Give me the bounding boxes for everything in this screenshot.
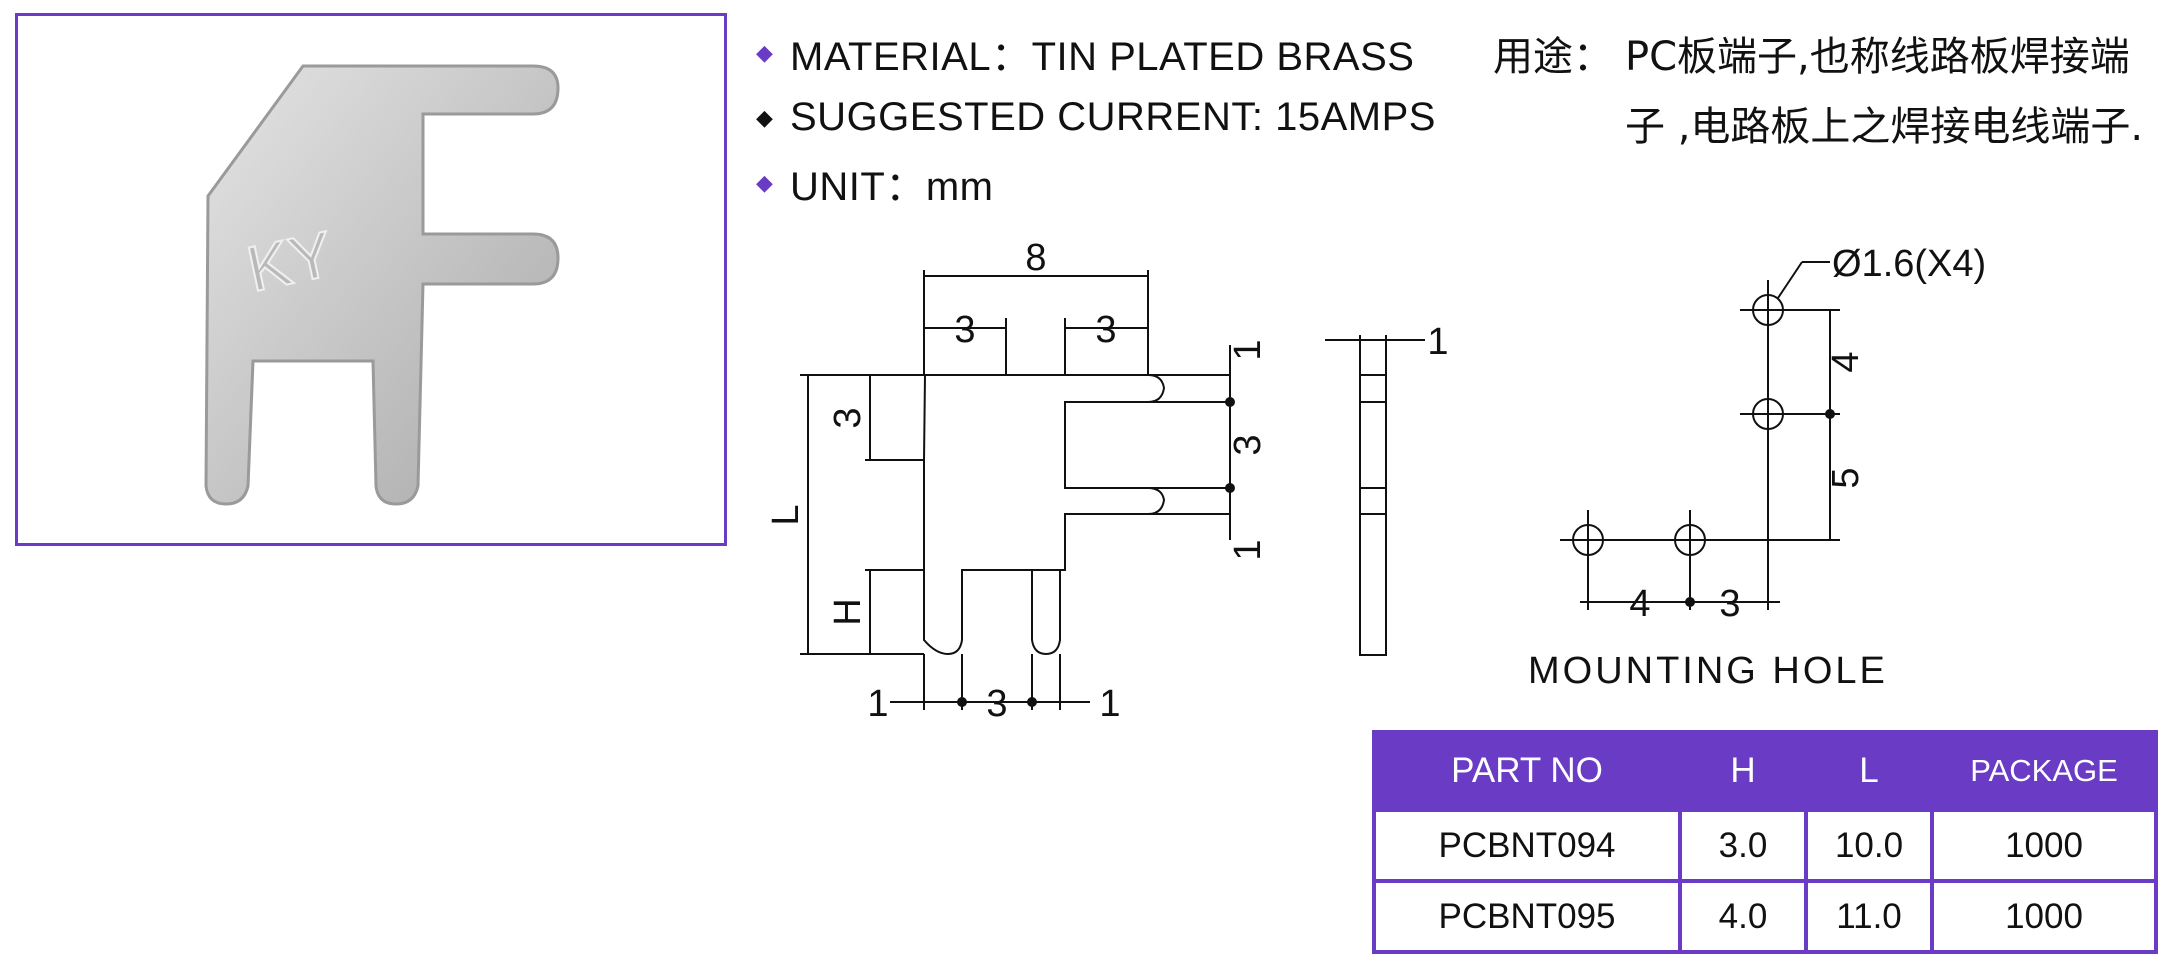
spec-item-unit: ◆ UNIT：mm <box>756 150 1436 215</box>
dim-left-pin: H <box>827 598 869 625</box>
cell-part-no: PCBNT095 <box>1372 879 1682 954</box>
spec-item-current: ◆ SUGGESTED CURRENT: 15AMPS <box>756 85 1436 150</box>
col-h: H <box>1678 732 1806 810</box>
dim-mount-v-top: 4 <box>1825 351 1867 372</box>
dim-bottom-left: 1 <box>867 683 888 725</box>
parts-table: PART NO H L PACKAGE PCBNT094 3.0 10.0 10… <box>1372 730 2158 954</box>
dim-right-top: 1 <box>1227 339 1269 360</box>
table-row: PCBNT094 3.0 10.0 1000 <box>1372 808 2158 883</box>
bullet-icon: ◆ <box>756 169 773 195</box>
usage-line-2: 子 ,电路板上之焊接电线端子. <box>1625 104 2144 150</box>
dim-left-height: L <box>765 504 807 525</box>
bullet-icon: ◆ <box>756 39 773 65</box>
cell-package: 1000 <box>1930 808 2158 883</box>
dim-mount-h-right: 3 <box>1719 583 1740 625</box>
mounting-caption: MOUNTING HOLE <box>1528 650 1888 692</box>
cell-part-no: PCBNT094 <box>1372 808 1682 883</box>
mounting-hole-size: Ø1.6(X4) <box>1832 243 1986 285</box>
product-photo-frame: KY <box>15 13 727 546</box>
usage-label: 用途： <box>1493 34 1613 80</box>
cell-l: 10.0 <box>1804 808 1934 883</box>
side-view-drawing: 1 <box>1325 321 1449 656</box>
dim-top-width: 8 <box>1025 240 1046 279</box>
cell-h: 4.0 <box>1678 879 1808 954</box>
dim-right-mid: 3 <box>1227 434 1269 455</box>
usage-line-1: PC板端子,也称线路板焊接端 <box>1625 34 2130 80</box>
col-l: L <box>1804 732 1932 810</box>
dim-mount-v-bottom: 5 <box>1825 467 1867 488</box>
dim-bottom-mid: 3 <box>986 683 1007 725</box>
spec-text-material: MATERIAL：TIN PLATED BRASS <box>790 34 1415 79</box>
dim-left-chamfer: 3 <box>827 407 869 428</box>
dim-top-right: 3 <box>1095 309 1116 351</box>
spec-text-unit: UNIT：mm <box>790 164 994 209</box>
spec-list: ◆ MATERIAL：TIN PLATED BRASS ◆ SUGGESTED … <box>756 20 1436 215</box>
dim-top-left: 3 <box>954 309 975 351</box>
cell-package: 1000 <box>1930 879 2158 954</box>
table-header-row: PART NO H L PACKAGE <box>1372 732 2156 810</box>
table-row: PCBNT095 4.0 11.0 1000 <box>1372 879 2158 954</box>
col-part-no: PART NO <box>1372 732 1680 810</box>
dim-mount-h-left: 4 <box>1629 583 1650 625</box>
col-package: PACKAGE <box>1930 732 2156 810</box>
spec-item-material: ◆ MATERIAL：TIN PLATED BRASS <box>756 20 1436 85</box>
front-view-drawing: 8 3 3 1 3 1 3 L H 1 3 1 <box>765 240 1269 725</box>
terminal-outline <box>923 374 1166 656</box>
mounting-hole-drawing: Ø1.6(X4) 4 5 4 3 <box>1560 243 1986 625</box>
bullet-icon: ◆ <box>756 104 773 130</box>
cell-l: 11.0 <box>1804 879 1934 954</box>
dim-bottom-right: 1 <box>1099 683 1120 725</box>
terminal-photo-icon: KY <box>204 64 560 506</box>
spec-text-current: SUGGESTED CURRENT: 15AMPS <box>790 95 1436 139</box>
cell-h: 3.0 <box>1678 808 1808 883</box>
dim-right-bot: 1 <box>1227 539 1269 560</box>
dim-side-thickness: 1 <box>1427 321 1448 363</box>
photo-stamp: KY <box>241 217 339 305</box>
